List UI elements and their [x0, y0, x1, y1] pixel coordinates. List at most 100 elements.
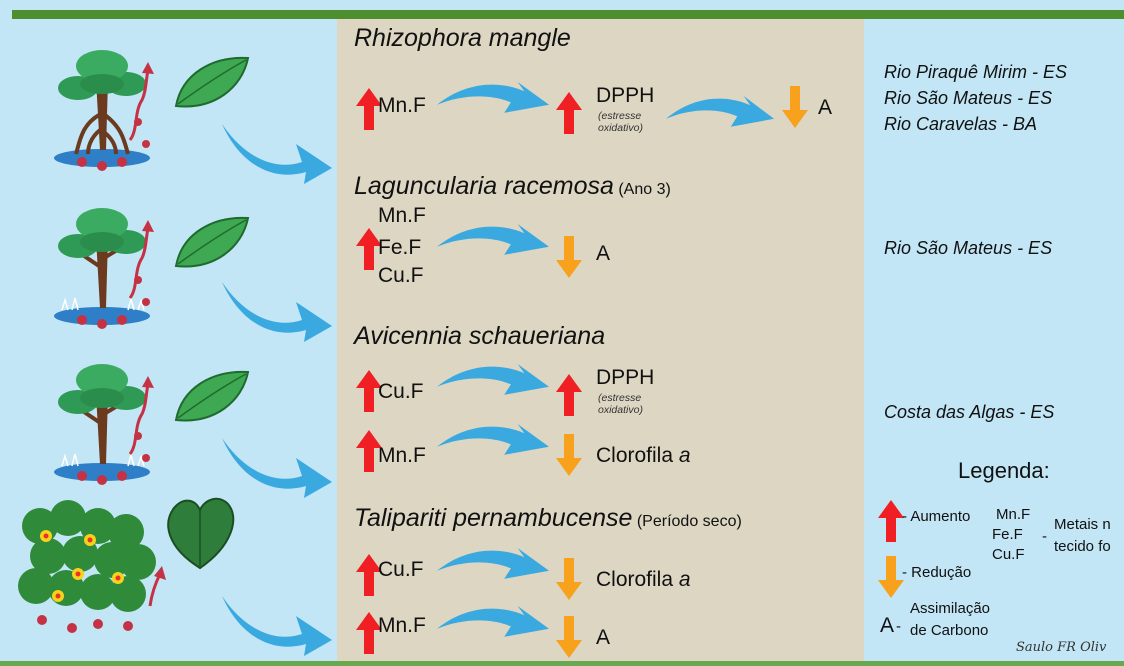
species-title: Laguncularia racemosa (Ano 3) [354, 172, 671, 201]
decrease-arrow-shape [556, 558, 582, 600]
metal-particle [77, 471, 87, 481]
flow-arrow-shape [437, 82, 549, 113]
metal-particle [77, 315, 87, 325]
legend-title: Legenda: [958, 458, 1050, 484]
heart-shaped-leaf-icon [160, 494, 240, 570]
bottom-line [0, 661, 1124, 666]
uptake-head [142, 376, 154, 388]
flow-arrow [437, 80, 549, 120]
increase-arrow-shape [556, 92, 582, 134]
effect-label: A [596, 626, 610, 650]
signature: Saulo FR Oliv [1016, 640, 1106, 655]
location-label: Costa das Algas - ES [884, 400, 1054, 424]
top-bar [12, 10, 1124, 19]
mangrove-tree-with-aerial-roots-icon [42, 40, 162, 170]
legend-metals-desc: tecido fo [1054, 538, 1111, 555]
metal-label: Fe.F [378, 236, 421, 260]
metal-particle [97, 161, 107, 171]
legend-decrease-label: - Redução [902, 564, 971, 581]
canopy-mid [80, 232, 124, 252]
increase-arrow [556, 92, 582, 134]
metal-particle [134, 432, 142, 440]
species-title: Talipariti pernambucense (Período seco) [354, 504, 742, 533]
legend-increase-arrow [878, 500, 904, 542]
flow-arrow [666, 94, 774, 134]
leaf-blade [168, 499, 233, 568]
flower-center [76, 572, 81, 577]
flow-arrow-to-panel-shape [222, 438, 332, 498]
mangrove-tree-with-pneumatophores-icon [42, 354, 162, 484]
effect-note: (estresse oxidativo) [598, 392, 660, 416]
increase-arrow-shape [556, 374, 582, 416]
metal-label: Mn.F [378, 204, 426, 228]
legend-increase-label: - Aumento [902, 508, 970, 525]
legend-increase-arrow-shape [878, 500, 904, 542]
flower-center [44, 534, 49, 539]
decrease-arrow [556, 434, 582, 476]
secondary-effect-label: A [818, 96, 832, 120]
decrease-arrow [782, 86, 808, 128]
flow-arrow [437, 604, 549, 644]
flow-arrow [437, 362, 549, 402]
location-label: Rio São Mateus - ES [884, 86, 1052, 110]
effect-label: DPPH [596, 366, 654, 390]
flowering-shrub-icon [18, 496, 158, 636]
metal-particle [142, 298, 150, 306]
increase-arrow [556, 374, 582, 416]
flow-arrow [437, 546, 549, 586]
metal-particle [77, 157, 87, 167]
species-qualifier: (Ano 3) [614, 181, 671, 198]
legend-a-desc: Assimilação [910, 600, 990, 617]
flow-arrow-to-panel-shape [222, 282, 332, 342]
flower-center [56, 594, 61, 599]
metal-particle [117, 157, 127, 167]
canopy-mid [80, 388, 124, 408]
metal-particle [93, 619, 103, 629]
flow-arrow-shape [437, 424, 549, 455]
metal-label: Mn.F [378, 444, 426, 468]
flow-arrow-to-panel-shape [222, 596, 332, 656]
effect-italic: a [679, 444, 691, 467]
legend-decrease-arrow-shape [878, 556, 904, 598]
uptake-head [142, 220, 154, 232]
legend-metal: Mn.F [996, 506, 1030, 523]
location-label: Rio São Mateus - ES [884, 236, 1052, 260]
flow-arrow-shape [666, 96, 774, 127]
metal-particle [142, 140, 150, 148]
elongated-green-leaf-icon [172, 214, 252, 274]
canopy-mid [80, 74, 124, 94]
metal-label: Mn.F [378, 94, 426, 118]
metal-particle [134, 118, 142, 126]
legend-metal: Cu.F [992, 546, 1025, 563]
decrease-arrow-shape [556, 616, 582, 658]
decrease-arrow-shape [556, 236, 582, 278]
effect-label: DPPH [596, 84, 654, 108]
legend-metals-dash: - [1042, 528, 1047, 545]
location-label: Rio Piraquê Mirim - ES [884, 60, 1067, 84]
legend-a-desc: de Carbono [910, 622, 988, 639]
effect-note: (estresse oxidativo) [598, 110, 660, 134]
location-label: Rio Caravelas - BA [884, 112, 1037, 136]
decrease-arrow [556, 616, 582, 658]
uptake-head [142, 62, 154, 74]
metal-particle [117, 315, 127, 325]
species-title: Avicennia schaueriana [354, 322, 605, 351]
flow-arrow [437, 422, 549, 462]
metal-particle [37, 615, 47, 625]
effect-label: Clorofila a [596, 444, 691, 468]
metal-particle [117, 471, 127, 481]
metal-particle [97, 319, 107, 329]
effect-italic: a [679, 568, 691, 591]
metal-particle [123, 621, 133, 631]
decrease-arrow-shape [782, 86, 808, 128]
metal-particle [134, 276, 142, 284]
flower-center [116, 576, 121, 581]
flow-arrow-to-panel [222, 114, 332, 184]
legend-metal: Fe.F [992, 526, 1023, 543]
decrease-arrow [556, 558, 582, 600]
metal-particle [97, 475, 107, 485]
decrease-arrow-shape [556, 434, 582, 476]
flower-center [88, 538, 93, 543]
elongated-green-leaf-icon [172, 54, 252, 114]
